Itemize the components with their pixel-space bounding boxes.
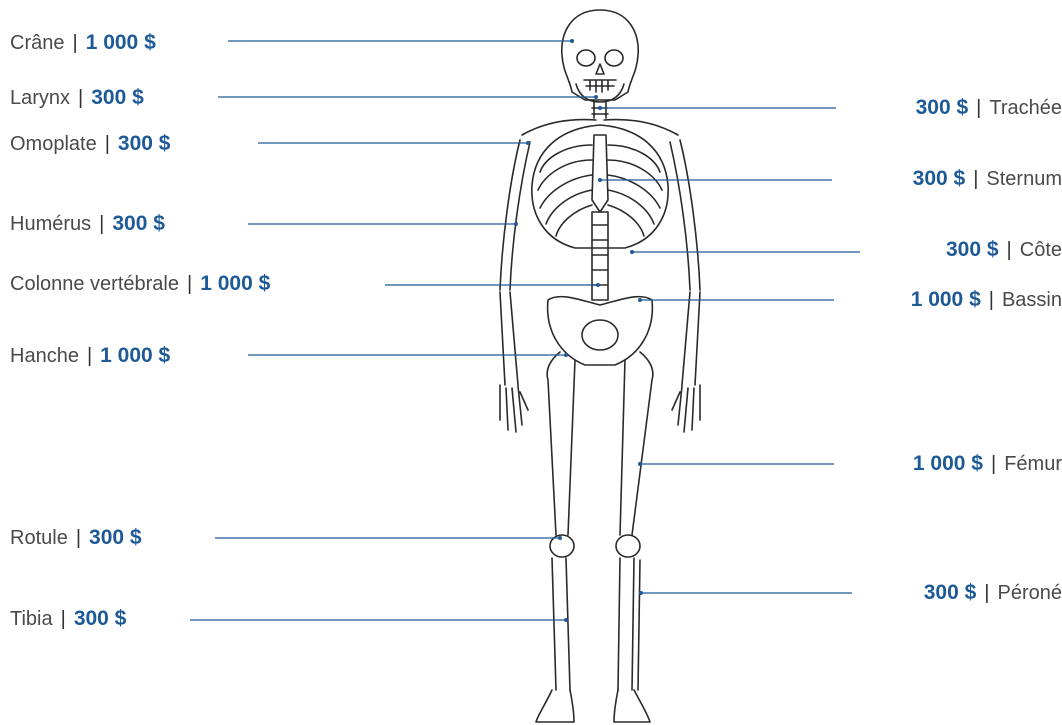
left-eye-socket <box>577 50 595 66</box>
right-hand <box>672 385 700 432</box>
separator: | <box>989 289 994 311</box>
separator: | <box>61 608 66 630</box>
price-value: 300 $ <box>91 86 144 109</box>
price-value: 300 $ <box>916 96 969 119</box>
right-eye-socket <box>605 50 623 66</box>
cote-leader-dot <box>630 250 634 254</box>
skeleton-illustration <box>500 10 700 722</box>
bone-name: Humérus <box>10 213 91 235</box>
price-value: 1 000 $ <box>913 452 983 475</box>
tibia-leader-dot <box>564 618 568 622</box>
separator: | <box>99 213 104 235</box>
price-value: 300 $ <box>112 212 165 235</box>
larynx-leader-dot <box>594 95 598 99</box>
right-fibula-bone <box>638 560 640 690</box>
rotule-leader-dot <box>558 536 562 540</box>
separator: | <box>105 133 110 155</box>
hanche-leader-dot <box>564 353 568 357</box>
label-hanche: Hanche | 1 000 $ <box>10 344 170 368</box>
bone-name: Rotule <box>10 527 68 549</box>
bone-name: Trachée <box>989 97 1062 119</box>
bone-name: Hanche <box>10 345 79 367</box>
ribcage-outline <box>532 125 668 248</box>
separator: | <box>1007 239 1012 261</box>
bone-name: Omoplate <box>10 133 97 155</box>
label-rotule: Rotule | 300 $ <box>10 526 142 550</box>
teeth <box>584 80 616 92</box>
label-perone: 300 $ | Péroné <box>924 581 1062 605</box>
colonne-leader-dot <box>596 283 600 287</box>
bone-name: Crâne <box>10 32 64 54</box>
label-humerus: Humérus | 300 $ <box>10 212 165 236</box>
label-bassin: 1 000 $ | Bassin <box>911 288 1062 312</box>
label-larynx: Larynx | 300 $ <box>10 86 144 110</box>
price-value: 300 $ <box>946 238 999 261</box>
femur-leader-dot <box>638 462 642 466</box>
separator: | <box>187 273 192 295</box>
bone-name: Fémur <box>1004 453 1062 475</box>
sternum-shape <box>592 135 608 212</box>
label-femur: 1 000 $ | Fémur <box>913 452 1062 476</box>
bone-name: Sternum <box>986 168 1062 190</box>
bone-name: Tibia <box>10 608 53 630</box>
price-value: 1 000 $ <box>200 272 270 295</box>
separator: | <box>991 453 996 475</box>
price-value: 1 000 $ <box>911 288 981 311</box>
right-humerus-bone <box>670 140 700 290</box>
separator: | <box>76 527 81 549</box>
omoplate-leader-dot <box>526 141 530 145</box>
price-value: 300 $ <box>924 581 977 604</box>
separator: | <box>984 582 989 604</box>
left-femur-bone <box>547 352 575 535</box>
label-sternum: 300 $ | Sternum <box>913 167 1062 191</box>
ribs-left <box>538 145 592 236</box>
label-trachee: 300 $ | Trachée <box>916 96 1062 120</box>
ribs-right <box>608 145 662 236</box>
left-forearm <box>500 292 518 385</box>
right-tibia-bone <box>618 558 634 690</box>
label-tibia: Tibia | 300 $ <box>10 607 126 631</box>
bone-name: Bassin <box>1002 289 1062 311</box>
bone-name: Larynx <box>10 87 70 109</box>
crane-leader-dot <box>570 39 574 43</box>
price-value: 300 $ <box>118 132 171 155</box>
separator: | <box>87 345 92 367</box>
sternum-leader-dot <box>598 178 602 182</box>
leader-lines <box>190 39 860 622</box>
separator: | <box>78 87 83 109</box>
bone-name: Côte <box>1020 239 1062 261</box>
label-cote: 300 $ | Côte <box>946 238 1062 262</box>
bassin-leader-dot <box>638 298 642 302</box>
right-femur-bone <box>620 352 653 535</box>
left-tibia-bone <box>552 558 570 690</box>
bone-name: Colonne vertébrale <box>10 273 179 295</box>
left-humerus-bone <box>500 140 530 290</box>
separator: | <box>973 168 978 190</box>
perone-leader-dot <box>639 591 643 595</box>
pelvic-opening <box>582 320 618 350</box>
label-omoplate: Omoplate | 300 $ <box>10 132 170 156</box>
price-value: 300 $ <box>913 167 966 190</box>
price-value: 300 $ <box>74 607 127 630</box>
label-crane: Crâne | 1 000 $ <box>10 31 156 55</box>
separator: | <box>976 97 981 119</box>
label-colonne: Colonne vertébrale | 1 000 $ <box>10 272 270 296</box>
price-value: 1 000 $ <box>100 344 170 367</box>
lumbar-spine <box>592 212 608 300</box>
nose-cavity <box>596 64 604 74</box>
price-value: 1 000 $ <box>86 31 156 54</box>
right-kneecap <box>616 535 640 557</box>
left-foot <box>536 690 574 722</box>
trachee-leader-dot <box>598 106 602 110</box>
separator: | <box>72 32 77 54</box>
humerus-leader-dot <box>514 222 518 226</box>
right-foot <box>614 690 650 722</box>
right-forearm <box>682 292 700 385</box>
left-hand <box>500 385 528 432</box>
bone-name: Péroné <box>998 582 1062 604</box>
price-value: 300 $ <box>89 526 142 549</box>
